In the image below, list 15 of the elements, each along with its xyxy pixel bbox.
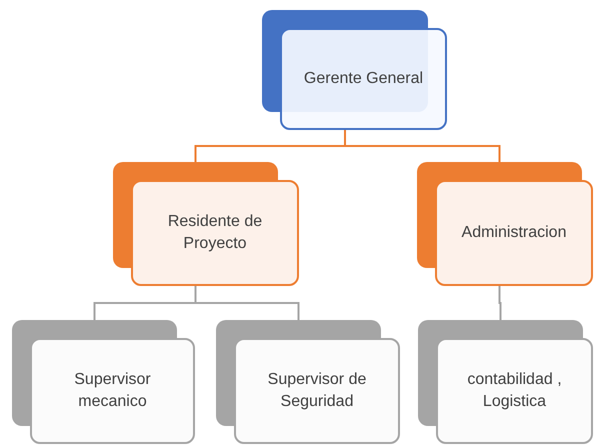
connector-line bbox=[498, 286, 502, 320]
role-title: Supervisor mecanico bbox=[73, 370, 152, 412]
role-title: Supervisor de Seguridad bbox=[266, 370, 368, 412]
role-title: Gerente General bbox=[304, 68, 424, 89]
org-chart-node bbox=[262, 10, 447, 130]
role-title: Administracion bbox=[462, 222, 566, 243]
org-chart-node bbox=[12, 320, 195, 444]
org-chart-node bbox=[113, 162, 299, 286]
connector-line bbox=[344, 130, 500, 162]
role-title: contabilidad , Logistica bbox=[466, 370, 563, 412]
role-title: Residente de Proyecto bbox=[166, 212, 264, 254]
org-chart-node bbox=[417, 162, 593, 286]
org-chart-node bbox=[216, 320, 400, 444]
org-chart-node bbox=[418, 320, 593, 444]
connector-line bbox=[194, 286, 300, 320]
